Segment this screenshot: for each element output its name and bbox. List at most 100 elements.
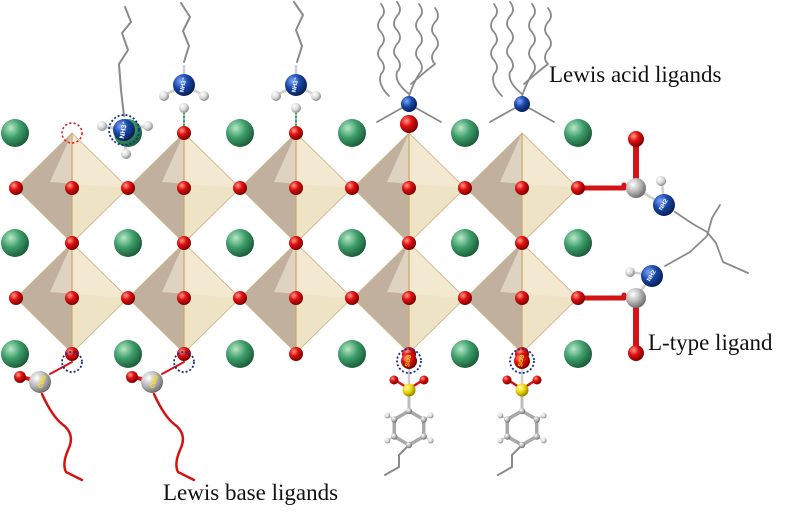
nitrogen-atom: [401, 96, 417, 112]
coordination-ring: [173, 351, 195, 373]
carboxylate-label: COO: [150, 374, 160, 389]
octahedron-face: [274, 243, 352, 298]
cation-atom: [451, 119, 479, 147]
halide-atom: [289, 291, 303, 305]
sulfonate-label: SO3: [405, 354, 413, 368]
hydrogen-atom: [427, 437, 434, 444]
octahedron-face: [500, 243, 578, 298]
halide-atom: [515, 181, 529, 195]
halide-atom: [233, 291, 247, 305]
octahedron-face: [353, 133, 409, 243]
alkyl-chain: [377, 3, 390, 97]
coordination-ring: [396, 348, 422, 374]
hydrogen-atom: [384, 412, 391, 419]
lewis-base-ligands-label: Lewis base ligands: [163, 480, 339, 505]
octahedron-face: [387, 243, 465, 298]
alkyl-chain: [40, 392, 84, 482]
octahedron-face: [162, 133, 240, 188]
hydrogen-atom: [199, 91, 209, 101]
sulfonate-label: SO3: [518, 354, 526, 368]
ammonium-label: NH3⁺: [291, 77, 301, 93]
oxygen-atom: [126, 371, 138, 383]
octahedron-face: [16, 243, 72, 353]
octahedron-face: [162, 243, 240, 298]
coordination-ring: [108, 114, 140, 146]
halide-atom: [177, 126, 191, 140]
halide-atom: [571, 291, 585, 305]
octahedron-face: [240, 133, 296, 243]
alkyl-chain: [180, 2, 191, 63]
alkyl-chain: [408, 3, 423, 97]
oxygen-atom: [532, 375, 542, 385]
oxygen-atom: [389, 375, 399, 385]
carbon-atom: [405, 441, 413, 449]
halide-atom: [121, 181, 135, 195]
cation-atom: [226, 340, 254, 368]
alkyl-chain: [497, 444, 523, 476]
carbon-atom: [420, 416, 427, 423]
nitrogen-atom: [113, 119, 135, 141]
carbon-atom: [504, 416, 511, 423]
carboxylate-label: COO: [38, 374, 48, 389]
alkyl-chain: [393, 1, 410, 95]
alkyl-chain: [664, 204, 721, 267]
hydrogen-atom: [159, 91, 169, 101]
carbon-atom: [504, 433, 511, 440]
atoms-layer: [1, 74, 675, 449]
hydrogen-atom: [121, 149, 131, 159]
carbon-atom: [518, 441, 526, 449]
halide-atom: [289, 236, 303, 250]
cation-atom: [451, 229, 479, 257]
halide-atom: [65, 236, 79, 250]
halide-atom: [289, 126, 303, 140]
hydrogen-atom: [97, 121, 107, 131]
halide-atom: [233, 181, 247, 195]
carbon-atom: [29, 371, 51, 393]
carbon-atom: [391, 433, 398, 440]
alkyl-chain: [521, 3, 536, 97]
carbon-atom: [391, 416, 398, 423]
oxygen-atom: [14, 371, 26, 383]
halide-atom: [65, 291, 79, 305]
cation-atom: [1, 229, 29, 257]
alkyl-chain: [506, 1, 523, 95]
coordination-ring: [509, 348, 535, 374]
halide-atom: [177, 347, 191, 361]
amine-label: NH2: [646, 269, 658, 283]
carbon-atom: [626, 178, 646, 198]
hydrogen-atom: [497, 412, 504, 419]
vacancy-site: [61, 122, 83, 144]
halide-atom: [65, 347, 79, 361]
ammonium-label: NH3⁺: [118, 120, 129, 139]
oxygen-atom: [628, 345, 644, 361]
hydrogen-atom: [311, 91, 321, 101]
carbon-atom: [533, 433, 540, 440]
halide-atom: [515, 291, 529, 305]
nitrogen-atom: [173, 74, 195, 96]
halide-atom: [458, 291, 472, 305]
carbon-atom: [533, 416, 540, 423]
oxygen-atom: [514, 353, 530, 369]
hydrogen-atom: [143, 121, 153, 131]
nitrogen-atom: [641, 265, 663, 287]
octahedron-face: [466, 243, 522, 353]
halide-atom: [571, 181, 585, 195]
carbon-atom: [420, 433, 427, 440]
hydrogen-atom: [271, 91, 281, 101]
cation-atom: [114, 340, 142, 368]
phenyl-ring: [392, 408, 426, 448]
hydrogen-atom: [540, 437, 547, 444]
cation-atom: [451, 340, 479, 368]
hydrogen-atom: [179, 103, 189, 113]
octahedra-layer: [15, 132, 579, 354]
cation-atom: [564, 340, 592, 368]
alkyl-chain: [118, 6, 132, 117]
octahedron-face: [16, 133, 72, 243]
halide-atom: [9, 181, 23, 195]
alkyl-chain: [490, 3, 503, 97]
halide-atom: [402, 291, 416, 305]
halide-atom: [345, 291, 359, 305]
hydrogen-atom: [625, 267, 635, 277]
halide-atom: [515, 236, 529, 250]
